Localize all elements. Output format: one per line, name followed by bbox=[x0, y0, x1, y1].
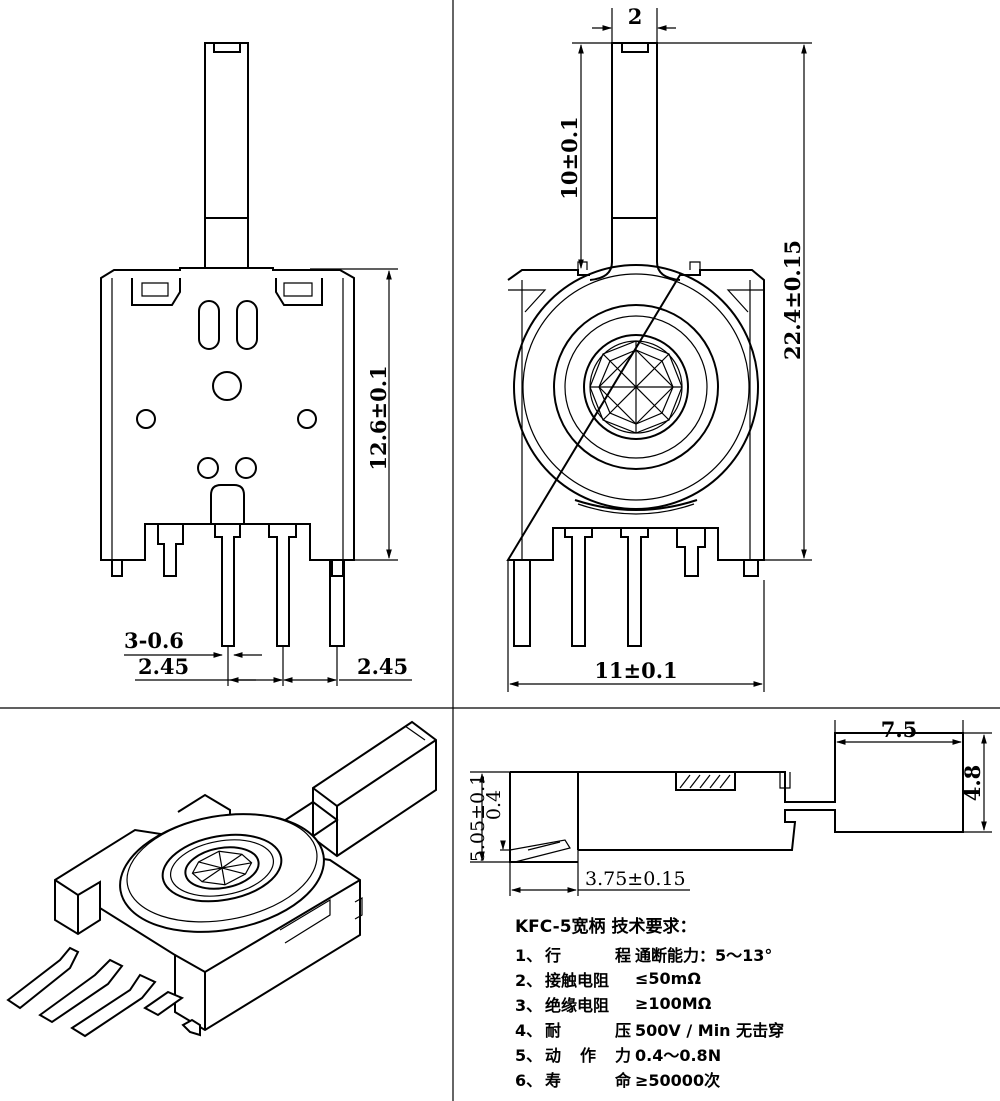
bottom-view bbox=[509, 732, 964, 863]
spec-value: ≤50mΩ bbox=[635, 969, 701, 988]
dim-front-pins: 3-0.6 bbox=[124, 628, 184, 653]
spec-no: 5、 bbox=[515, 1045, 543, 1065]
spec-row: 6、寿命 ≥50000次 bbox=[515, 1066, 995, 1091]
specs-title: KFC-5宽柄 技术要求： bbox=[515, 917, 697, 937]
bottom-dimensions: 7.5 4.8 5.05±0.1 0.4 3.75±0.15 bbox=[467, 717, 992, 896]
technical-specs: KFC-5宽柄 技术要求： 1、行程 通断能力：5～13° 2、接触电阻 ≤50… bbox=[515, 912, 995, 1091]
dim-side-shaft-length: 10±0.1 bbox=[557, 116, 582, 199]
spec-value: 通断能力：5～13° bbox=[635, 945, 773, 965]
isometric-view bbox=[6, 720, 437, 1038]
dim-side-body-width: 11±0.1 bbox=[594, 658, 677, 683]
spec-label: 接触电阻 bbox=[545, 970, 610, 990]
spec-no: 2、 bbox=[515, 970, 543, 990]
dim-bottom-shaft-width: 4.8 bbox=[960, 765, 985, 802]
front-view bbox=[100, 42, 355, 647]
spec-no: 4、 bbox=[515, 1020, 543, 1040]
spec-label: 绝缘电阻 bbox=[545, 995, 610, 1015]
dim-front-height: 12.6±0.1 bbox=[366, 365, 391, 470]
dim-side-total-height: 22.4±0.15 bbox=[780, 240, 805, 360]
front-dimensions: 12.6±0.1 3-0.6 2.45 2.45 bbox=[124, 268, 412, 686]
spec-value: 0.4～0.8N bbox=[635, 1045, 722, 1065]
dim-bottom-shaft-length: 7.5 bbox=[881, 717, 918, 742]
spec-row: 3、绝缘电阻 ≥100MΩ bbox=[515, 991, 995, 1016]
spec-value: ≥100MΩ bbox=[635, 994, 712, 1013]
spec-no: 1、 bbox=[515, 945, 543, 965]
side-dimensions: 2 10±0.1 22.4±0.15 11±0.1 bbox=[507, 4, 812, 692]
dim-bottom-thickness: 5.05±0.1 bbox=[467, 774, 489, 862]
spec-label: 耐压 bbox=[545, 1020, 631, 1040]
side-view bbox=[506, 42, 765, 647]
dim-bottom-offset: 0.4 bbox=[483, 790, 505, 820]
spec-row: 2、接触电阻 ≤50mΩ bbox=[515, 966, 995, 991]
spec-label: 寿命 bbox=[545, 1070, 631, 1090]
spec-no: 6、 bbox=[515, 1070, 543, 1090]
spec-value: 500V / Min 无击穿 bbox=[635, 1020, 785, 1040]
spec-label: 动作力 bbox=[545, 1045, 631, 1065]
spec-row: 5、动作力 0.4～0.8N bbox=[515, 1041, 995, 1066]
spec-value: ≥50000次 bbox=[635, 1070, 721, 1090]
dim-bottom-pin-distance: 3.75±0.15 bbox=[585, 868, 686, 890]
spec-no: 3、 bbox=[515, 995, 543, 1015]
dim-front-pitch-left: 2.45 bbox=[138, 654, 189, 679]
spec-label: 行程 bbox=[545, 945, 631, 965]
dim-front-pitch-right: 2.45 bbox=[357, 654, 408, 679]
spec-row: 1、行程 通断能力：5～13° bbox=[515, 941, 995, 966]
dim-side-shaft-width: 2 bbox=[628, 4, 643, 29]
spec-row: 4、耐压 500V / Min 无击穿 bbox=[515, 1016, 995, 1041]
